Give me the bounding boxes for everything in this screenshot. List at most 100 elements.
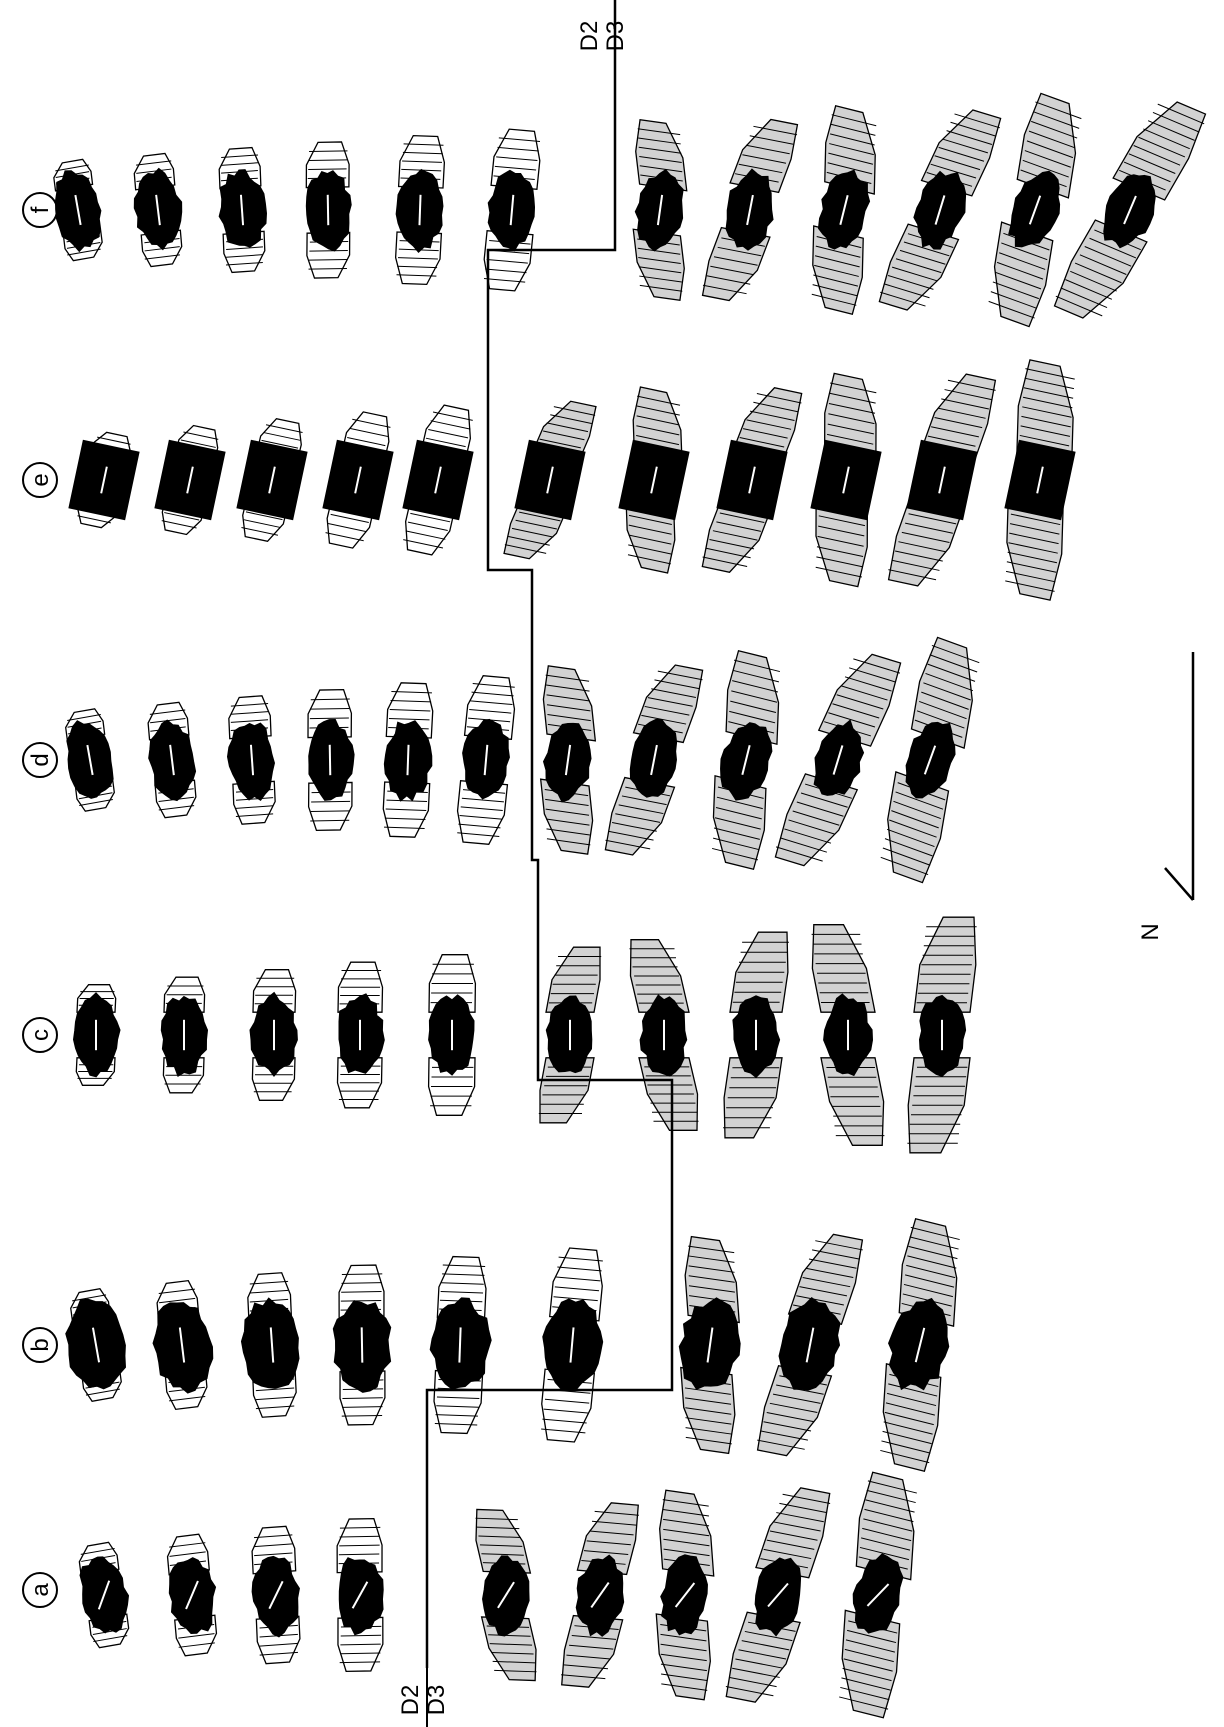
rigid-core — [166, 1556, 220, 1636]
fibre-line — [311, 811, 350, 812]
core-marker-line — [419, 195, 420, 225]
porphyroclast-d3 — [1052, 88, 1208, 332]
panel-label-text: e — [27, 473, 54, 486]
fibre-line — [339, 1545, 379, 1546]
porphyroclast-d2 — [317, 408, 400, 552]
porphyroclast-d2 — [58, 1286, 133, 1404]
porphyroclast-d3 — [724, 1481, 832, 1709]
porphyroclast-d2 — [338, 962, 384, 1108]
porphyroclast-d2 — [382, 682, 434, 837]
porphyroclast-d3 — [907, 917, 976, 1153]
porphyroclast-d3 — [503, 394, 597, 566]
porphyroclast-d2 — [74, 1541, 136, 1650]
fibre-line — [309, 268, 347, 269]
north-arrow: N — [1137, 652, 1193, 941]
panel-label-text: a — [27, 1583, 54, 1597]
porphyroclast-d3 — [790, 373, 902, 587]
porphyroclast-d2 — [394, 135, 445, 285]
porphyroclast-d3 — [812, 925, 885, 1146]
fibre-line — [342, 1398, 382, 1399]
divider-label-bottom-right: D3 — [602, 21, 629, 52]
porphyroclast-d3 — [615, 120, 705, 301]
fibre-line — [311, 699, 350, 700]
fibre-line — [311, 801, 350, 802]
porphyroclast-d3 — [773, 644, 903, 876]
porphyroclast-d2 — [455, 675, 517, 846]
panel-label-text: f — [27, 206, 54, 213]
fibre-line — [340, 1527, 380, 1528]
porphyroclast-d3 — [539, 947, 601, 1123]
porphyroclast-d2 — [163, 1533, 223, 1657]
porphyroclast-d2 — [224, 695, 278, 824]
porphyroclast-d2 — [67, 428, 141, 532]
fibre-line — [309, 250, 347, 251]
porphyroclast-d3 — [522, 666, 614, 855]
fibre-line — [310, 718, 349, 719]
core-marker-line — [328, 195, 329, 225]
porphyroclast-d3 — [755, 1228, 864, 1463]
north-label: N — [1137, 923, 1164, 940]
panel-label-d: d — [23, 743, 57, 777]
porphyroclast-d2 — [534, 1246, 610, 1443]
core-marker-line — [330, 745, 331, 775]
porphyroclast-d3 — [604, 658, 705, 861]
fibre-line — [341, 1292, 381, 1293]
porphyroclast-d2 — [481, 128, 542, 292]
fibre-line — [310, 820, 349, 821]
fibre-line — [309, 160, 347, 161]
porphyroclast-d2 — [248, 1526, 304, 1665]
porphyroclast-d2 — [60, 708, 119, 813]
porphyroclast-d2 — [305, 142, 352, 278]
porphyroclast-d3 — [701, 380, 804, 579]
porphyroclast-d2 — [215, 147, 270, 273]
porphyroclast-d3 — [701, 113, 799, 307]
porphyroclast-d2 — [151, 421, 228, 538]
porphyroclast-d3 — [813, 1472, 943, 1719]
fibre-line — [340, 1536, 380, 1537]
fibre-line — [339, 1554, 379, 1555]
porphyroclast-d3 — [886, 367, 997, 594]
porphyroclast-d3 — [660, 1236, 759, 1453]
porphyroclast-d2 — [232, 415, 312, 546]
porphyroclast-d2 — [129, 152, 189, 267]
porphyroclast-d3 — [630, 940, 699, 1131]
porphyroclast-d3 — [636, 1490, 734, 1700]
fibre-line — [310, 708, 349, 709]
porphyroclast-d2 — [143, 701, 200, 818]
divider-label-top-right: D2 — [576, 21, 603, 52]
porphyroclast-d3 — [470, 1509, 542, 1680]
fibre-line — [342, 1283, 382, 1284]
fibre-line — [342, 1274, 382, 1275]
fibre-line — [309, 151, 347, 152]
porphyroclast-d2 — [428, 1256, 494, 1434]
porphyroclast-d2 — [429, 955, 476, 1116]
panel-label-c: c — [23, 1018, 57, 1052]
fibre-line — [340, 1653, 380, 1654]
core-marker-line — [362, 1327, 363, 1362]
panel-label-e: e — [23, 463, 57, 497]
fibre-line — [308, 169, 346, 170]
fibre-line — [341, 1635, 381, 1636]
porphyroclast-d2 — [237, 1272, 303, 1418]
porphyroclast-d3 — [560, 1500, 640, 1690]
fibre-line — [309, 259, 347, 260]
porphyroclast-d2 — [162, 977, 207, 1093]
core-marker-line — [407, 745, 408, 775]
fibre-line — [340, 1662, 380, 1663]
panel-label-text: d — [27, 753, 54, 766]
porphyroclast-d2 — [395, 401, 481, 558]
porphyroclast-d3 — [723, 932, 789, 1138]
porphyroclast-d2 — [336, 1519, 384, 1672]
porphyroclast-d3 — [979, 359, 1100, 600]
fibre-line — [340, 1644, 380, 1645]
divider-label-top-left: D2 — [397, 1685, 424, 1716]
panel-label-text: c — [27, 1029, 54, 1041]
porphyroclast-d3 — [854, 1218, 985, 1472]
panel-label-f: f — [23, 193, 57, 227]
panel-label-b: b — [23, 1328, 57, 1362]
core-marker-line — [459, 1327, 460, 1362]
fibre-line — [342, 1415, 382, 1416]
porphyroclast-d2 — [333, 1265, 392, 1425]
panel-label-text: b — [27, 1338, 54, 1351]
